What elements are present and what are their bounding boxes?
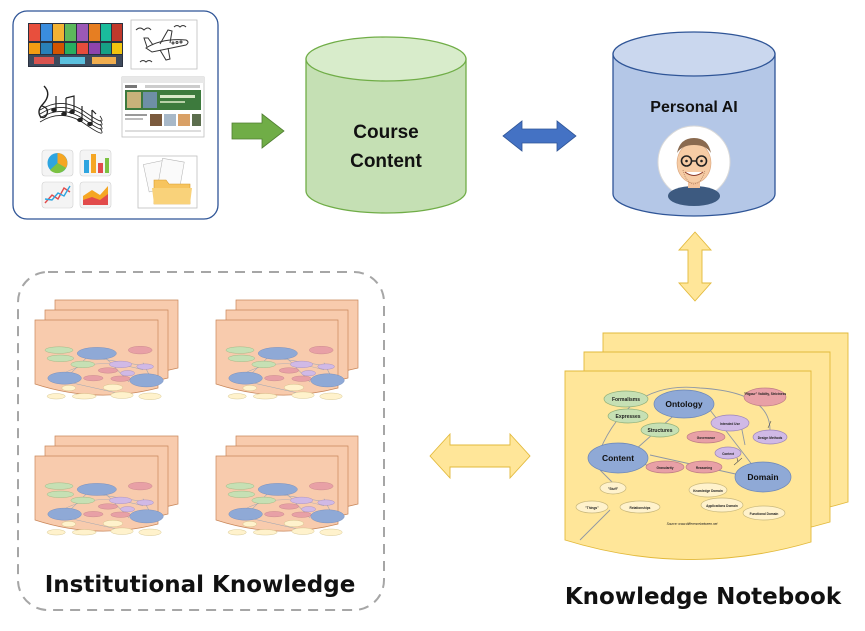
svg-text:Relationships: Relationships [630,506,651,510]
svg-text:Expresses: Expresses [615,414,640,420]
svg-text:Granularity: Granularity [656,466,673,470]
institutional-doc-stack-1 [34,299,179,400]
arrow-content-personal-ai [502,120,577,152]
svg-text:Domain: Domain [747,472,778,482]
arrow-institutional-notebook [429,432,531,480]
node-context [714,446,742,460]
concept-map-source: Source: www.differencebetween.net [667,522,718,526]
svg-text:"Stuff": "Stuff" [608,487,619,491]
node-rigour [743,387,787,407]
concept-map: Formalisms Expresses Ontology Structures… [575,386,792,541]
node-relationships [619,500,661,514]
node-reasoning [685,460,723,474]
arrow-personal-ai-notebook [677,231,713,302]
node-domain [734,461,792,493]
svg-text:Applications Domain: Applications Domain [706,504,738,508]
node-governance [686,430,726,444]
svg-text:Functional Domain: Functional Domain [750,512,779,516]
arrow-materials-to-content [231,113,285,149]
node-expresses [607,408,649,424]
svg-text:Knowledge Domain: Knowledge Domain [693,489,723,493]
course-content-label-line1: Course [353,122,418,143]
node-design-methods [752,429,788,445]
node-functional-domain [742,505,786,521]
avatar-icon [657,125,731,206]
book-covers-icon [28,23,123,67]
institutional-doc-stack-2 [215,299,359,400]
webpage-screenshot-icon [121,76,205,138]
svg-text:Content: Content [602,453,634,463]
music-notes-icon [38,85,103,134]
area-chart-icon [79,181,112,209]
node-knowledge-domain [688,482,728,498]
svg-text:Context: Context [722,452,735,456]
node-structures [640,422,680,438]
bar-chart-icon [79,149,112,177]
course-content-label-line2: Content [350,151,422,172]
airplane-sketch-icon [130,19,198,70]
folder-documents-icon [137,155,198,209]
node-things [575,500,609,514]
node-formalisms [603,390,649,408]
knowledge-notebook-stack: Formalisms Expresses Ontology Structures… [564,332,849,560]
institutional-doc-stack-3 [34,435,179,536]
node-content [587,442,649,474]
knowledge-notebook-label: Knowledge Notebook [565,584,842,610]
node-granularity [645,460,685,474]
svg-text:"Things": "Things" [585,506,599,510]
svg-text:"Rigour" Validity, Strictness: "Rigour" Validity, Strictness [744,392,787,396]
institutional-doc-stack-4 [215,435,359,536]
node-stuff [599,481,627,495]
node-ontology [653,389,715,419]
svg-text:Reasoning: Reasoning [696,466,712,470]
svg-text:Governance: Governance [697,436,716,440]
personal-ai-label: Personal AI [650,99,737,116]
node-applications-domain [700,497,744,513]
line-chart-icon [41,181,74,209]
institutional-knowledge-frame [17,271,385,611]
svg-text:Intended Use: Intended Use [720,422,740,426]
pie-chart-icon [41,149,74,177]
svg-text:Design Methods: Design Methods [758,436,783,440]
svg-text:Ontology: Ontology [665,399,703,409]
course-content-cylinder: Course Content [305,36,467,214]
svg-text:Formalisms: Formalisms [612,397,640,403]
node-intended-use [710,414,750,432]
institutional-knowledge-label: Institutional Knowledge [45,572,356,598]
svg-text:Structures: Structures [647,428,672,434]
